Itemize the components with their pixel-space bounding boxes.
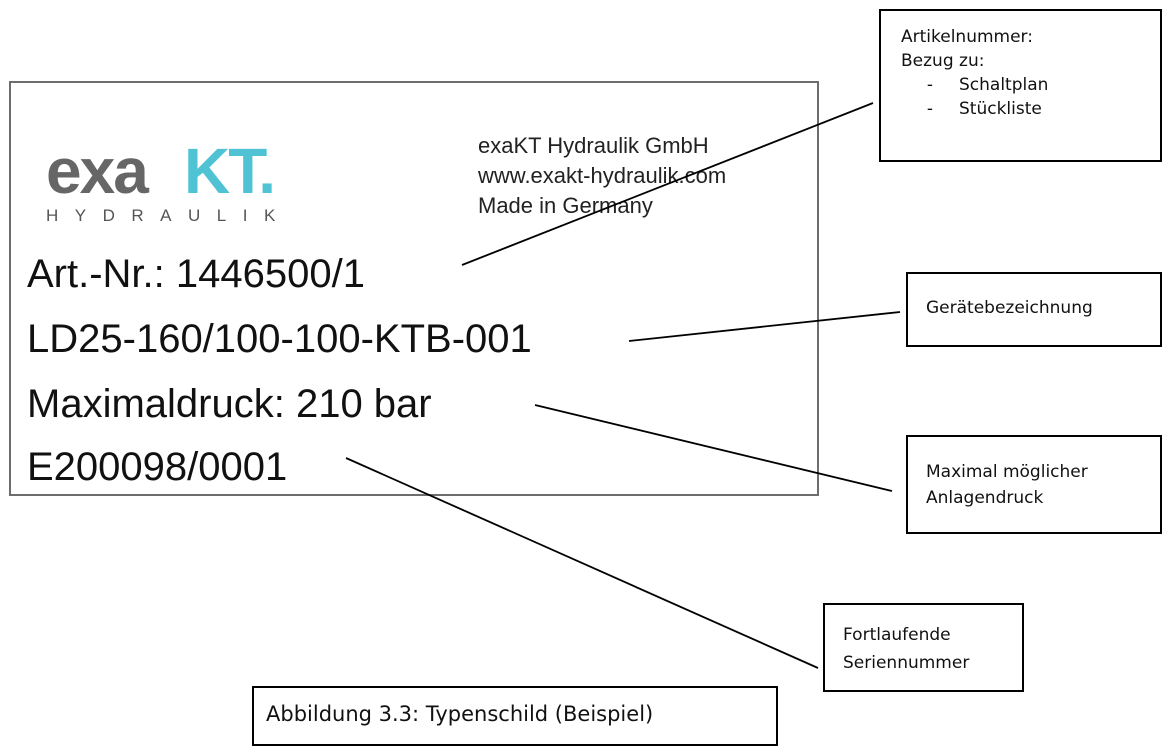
callout-article-title: Artikelnummer: bbox=[901, 27, 1033, 47]
article-number: Art.-Nr.: 1446500/1 bbox=[27, 252, 365, 296]
callout-pressure-line: Maximal möglicher bbox=[926, 462, 1088, 482]
max-pressure: Maximaldruck: 210 bar bbox=[27, 382, 432, 426]
list-dash: - bbox=[926, 75, 934, 95]
device-designation: LD25-160/100-100-KTB-001 bbox=[27, 317, 532, 361]
callout-article-item: - Stückliste bbox=[901, 97, 1160, 121]
callout-article-item: - Schaltplan bbox=[901, 73, 1160, 97]
callout-article-subtitle: Bezug zu: bbox=[901, 51, 985, 71]
logo-word-dark: exa bbox=[46, 135, 149, 207]
callout-article-number: Artikelnummer: Bezug zu: - Schaltplan - … bbox=[879, 9, 1162, 162]
company-origin: Made in Germany bbox=[478, 193, 653, 218]
callout-article-item-label: Schaltplan bbox=[959, 75, 1049, 95]
company-name: exaKT Hydraulik GmbH bbox=[478, 133, 709, 158]
list-dash: - bbox=[926, 99, 934, 119]
exakt-logo: exa KT. HYDRAULIK bbox=[42, 135, 322, 225]
serial-number: E200098/0001 bbox=[27, 445, 288, 489]
callout-article-item-label: Stückliste bbox=[959, 99, 1042, 119]
callout-serial-line: Seriennummer bbox=[843, 653, 970, 673]
logo-word-accent: KT. bbox=[184, 135, 274, 207]
logo-tagline: HYDRAULIK bbox=[46, 206, 292, 225]
callout-max-pressure: Maximal möglicher Anlagendruck bbox=[906, 435, 1162, 534]
company-info: exaKT Hydraulik GmbH www.exakt-hydraulik… bbox=[478, 131, 726, 221]
callout-serial-line: Fortlaufende bbox=[843, 625, 951, 645]
callout-designation-label: Gerätebezeichnung bbox=[926, 298, 1093, 318]
callout-serial-number: Fortlaufende Seriennummer bbox=[823, 603, 1024, 692]
callout-pressure-line: Anlagendruck bbox=[926, 488, 1044, 508]
figure-caption: Abbildung 3.3: Typenschild (Beispiel) bbox=[252, 686, 778, 746]
callout-device-designation: Gerätebezeichnung bbox=[906, 272, 1162, 347]
company-website: www.exakt-hydraulik.com bbox=[478, 163, 727, 188]
exakt-logo-graphic: exa KT. HYDRAULIK bbox=[46, 135, 292, 225]
